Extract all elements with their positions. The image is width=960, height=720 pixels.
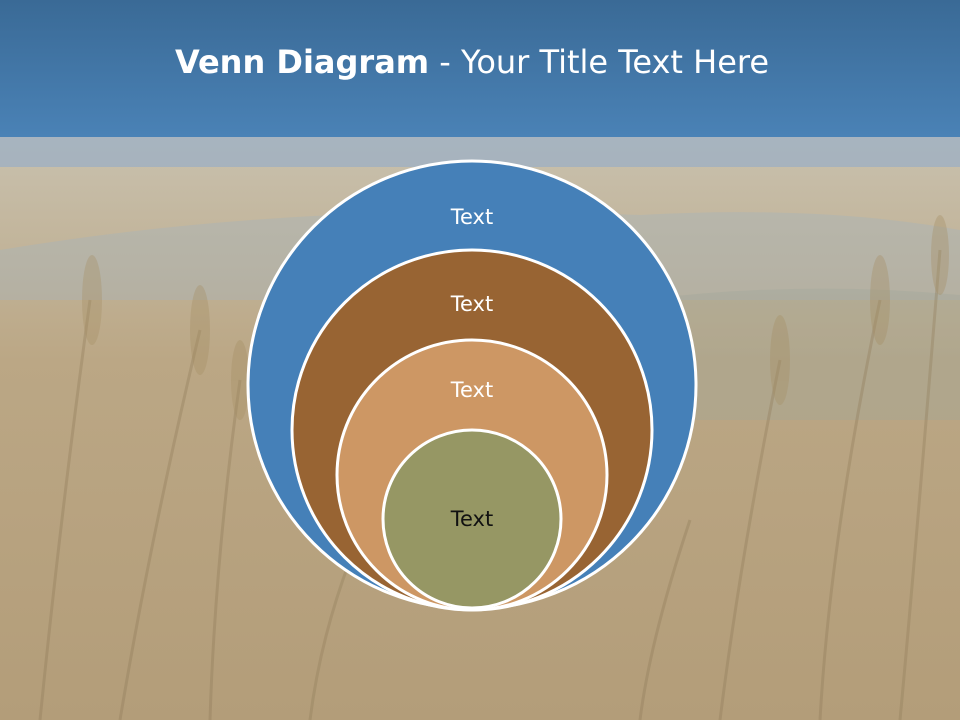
venn-label-third: Text bbox=[450, 378, 494, 402]
title-bold-part: Venn Diagram bbox=[174, 43, 430, 81]
slide-title: Venn Diagram - Your Title Text Here bbox=[0, 38, 944, 86]
title-rest-part: - Your Title Text Here bbox=[429, 43, 770, 81]
venn-circle-inner[interactable] bbox=[381, 428, 563, 610]
venn-label-outer: Text bbox=[450, 205, 494, 229]
venn-label-inner: Text bbox=[450, 507, 494, 531]
venn-label-second: Text bbox=[450, 292, 494, 316]
title-bar: Venn Diagram - Your Title Text Here bbox=[0, 0, 960, 137]
